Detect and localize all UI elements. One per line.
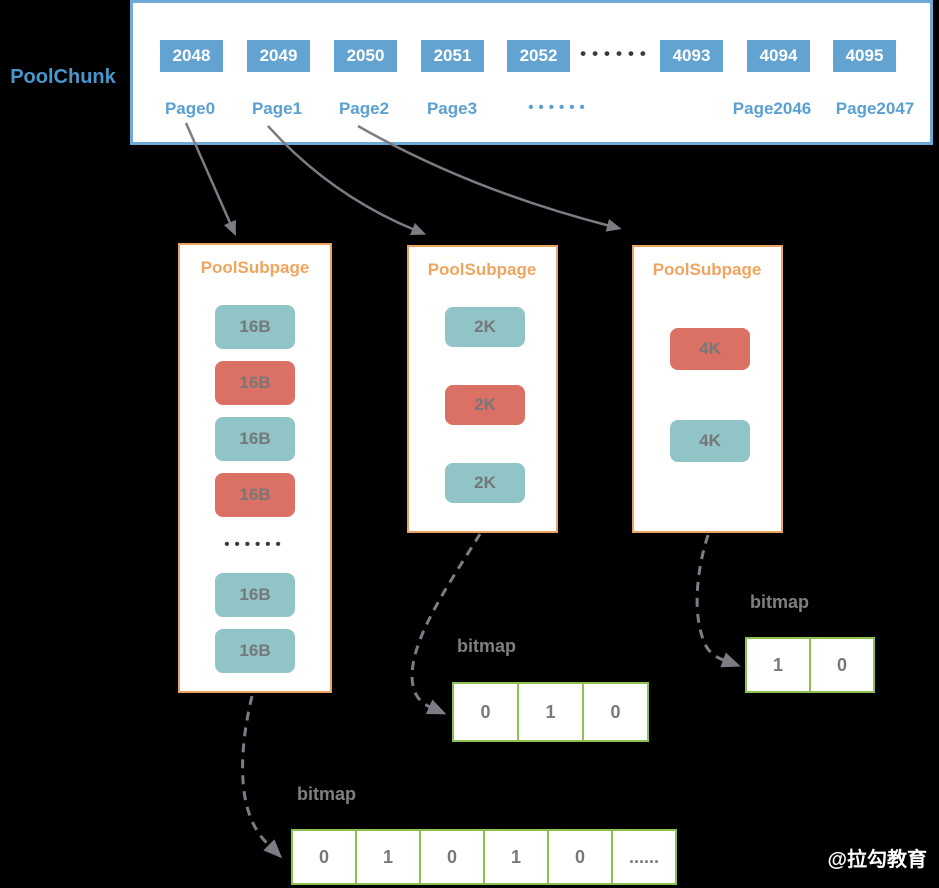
bitmap-table-middle: 0 1 0 bbox=[452, 682, 649, 742]
bitmap-cell-ellipsis: ...... bbox=[611, 831, 675, 883]
chunk-blocks-ellipsis: •••••• bbox=[580, 44, 652, 63]
poolsubpage-title-3: PoolSubpage bbox=[652, 260, 762, 279]
chunk-block-2048: 2048 bbox=[160, 40, 223, 72]
bitmap-cell: 1 bbox=[517, 684, 582, 740]
bitmap-cell: 1 bbox=[355, 831, 419, 883]
subpage1-block-2: 16B bbox=[215, 361, 295, 405]
bitmap-cell: 0 bbox=[454, 684, 517, 740]
poolsubpage-box-3 bbox=[632, 245, 783, 533]
subpage1-ellipsis: •••••• bbox=[224, 536, 286, 553]
page-label-0: Page0 bbox=[164, 99, 216, 118]
bitmap-cell: 1 bbox=[747, 639, 809, 691]
chunk-block-4095: 4095 bbox=[833, 40, 896, 72]
bitmap-cell: 1 bbox=[483, 831, 547, 883]
chunk-block-4094: 4094 bbox=[747, 40, 810, 72]
bitmap-cell: 0 bbox=[547, 831, 611, 883]
subpage2-block-3: 2K bbox=[445, 463, 525, 503]
chunk-block-4093: 4093 bbox=[660, 40, 723, 72]
page-label-3: Page3 bbox=[426, 99, 478, 118]
page-label-2046: Page2046 bbox=[732, 99, 812, 118]
chunk-block-2052: 2052 bbox=[507, 40, 570, 72]
poolsubpage-title-1: PoolSubpage bbox=[200, 258, 310, 277]
chunk-block-2049: 2049 bbox=[247, 40, 310, 72]
bitmap-cell: 0 bbox=[582, 684, 647, 740]
page-label-2: Page2 bbox=[338, 99, 390, 118]
bitmap-cell: 0 bbox=[419, 831, 483, 883]
bitmap-cell: 0 bbox=[293, 831, 355, 883]
bitmap-table-right: 1 0 bbox=[745, 637, 875, 693]
page-label-2047: Page2047 bbox=[835, 99, 915, 118]
subpage3-block-2: 4K bbox=[670, 420, 750, 462]
watermark: @拉勾教育 bbox=[827, 849, 927, 871]
poolchunk-box bbox=[130, 0, 933, 145]
page-label-1: Page1 bbox=[251, 99, 303, 118]
subpage3-block-1: 4K bbox=[670, 328, 750, 370]
bitmap-label-bottom: bitmap bbox=[297, 784, 357, 804]
subpage1-block-1: 16B bbox=[215, 305, 295, 349]
arrow-subpage1-to-bitmap bbox=[241, 695, 283, 859]
poolchunk-label: PoolChunk bbox=[10, 66, 116, 88]
subpage1-block-5: 16B bbox=[215, 573, 295, 617]
bitmap-cell: 0 bbox=[809, 639, 873, 691]
poolsubpage-title-2: PoolSubpage bbox=[427, 260, 537, 279]
bitmap-label-middle: bitmap bbox=[457, 636, 517, 656]
chunk-block-2051: 2051 bbox=[421, 40, 484, 72]
page-labels-ellipsis: •••••• bbox=[528, 99, 590, 116]
subpage1-block-4: 16B bbox=[215, 473, 295, 517]
subpage2-block-1: 2K bbox=[445, 307, 525, 347]
subpage1-block-6: 16B bbox=[215, 629, 295, 673]
chunk-block-2050: 2050 bbox=[334, 40, 397, 72]
subpage1-block-3: 16B bbox=[215, 417, 295, 461]
bitmap-label-right: bitmap bbox=[750, 592, 810, 612]
arrow-subpage3-to-bitmap bbox=[695, 534, 741, 668]
subpage2-block-2: 2K bbox=[445, 385, 525, 425]
bitmap-table-bottom: 0 1 0 1 0 ...... bbox=[291, 829, 677, 885]
